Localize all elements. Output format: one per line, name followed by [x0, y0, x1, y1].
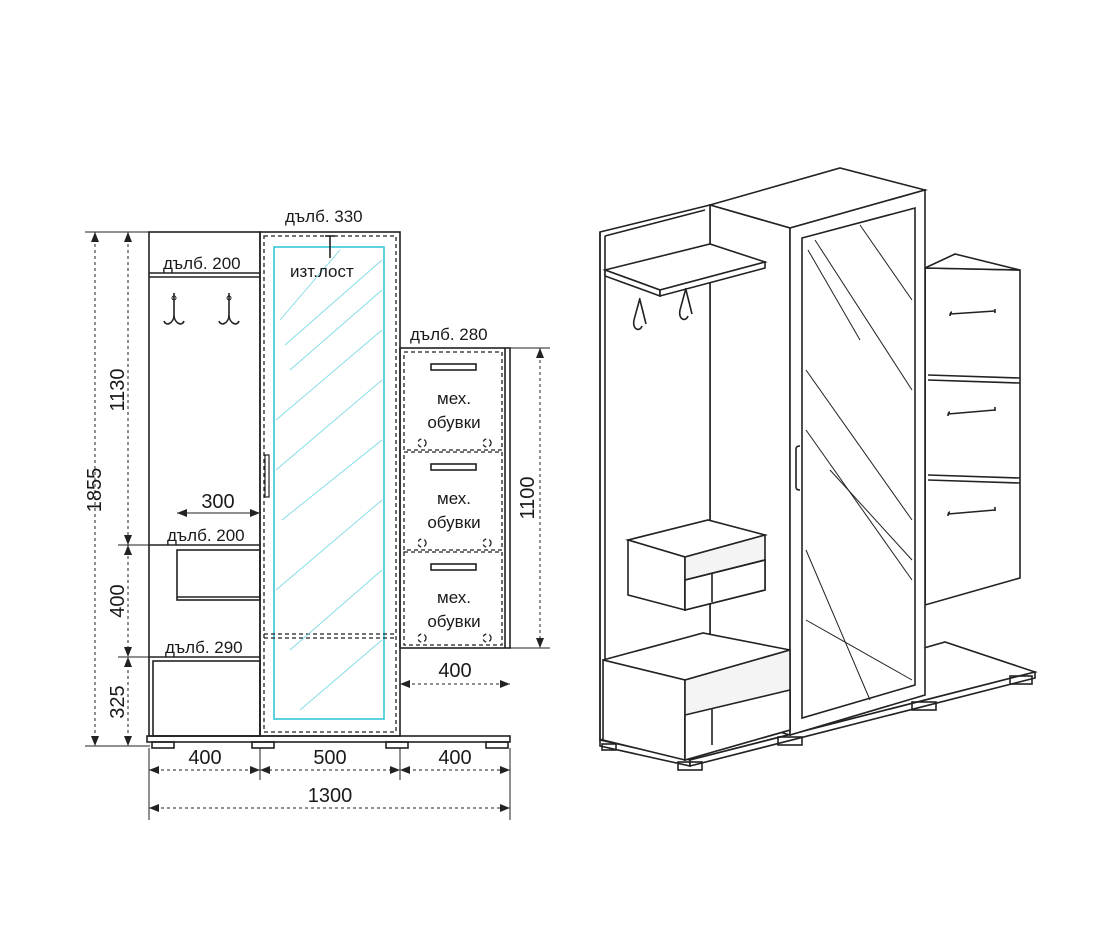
- mirror-reflection: [275, 249, 383, 711]
- iso-mirror-reflection: [805, 224, 913, 701]
- dim-right-width: 400: [438, 747, 471, 769]
- dim-shoe-width: 400: [438, 660, 471, 682]
- shoe-label-2: обувки: [427, 513, 480, 532]
- horizontal-dimensions: 400 500 400 1300: [148, 747, 511, 820]
- dim-total-width: 1300: [308, 785, 353, 807]
- left-section: дълб. 200 дълб. 200 300 дълб.: [148, 231, 261, 737]
- shoe-drawer: мех. обувки: [403, 551, 503, 646]
- shoe-cabinet: дълб. 280 мех. обувки мех. обувки: [399, 325, 550, 688]
- label-rod: изт.лост: [290, 262, 354, 281]
- dim-total-height: 1855: [84, 468, 106, 513]
- iso-coat-hook-icon: [632, 297, 647, 331]
- base-plinth: [146, 735, 511, 749]
- isometric-view: [599, 167, 1038, 771]
- iso-shoe-cabinet: [924, 253, 1021, 607]
- label-depth-280: дълб. 280: [410, 325, 488, 344]
- dim-shelf-width: 300: [201, 491, 234, 513]
- shoe-label-1: мех.: [437, 588, 471, 607]
- shoe-label-2: обувки: [427, 612, 480, 631]
- front-view: 1855 1130 400 325 дълб. 200 дълб: [84, 207, 550, 820]
- iso-wardrobe: [707, 167, 929, 737]
- center-wardrobe: изт.лост дълб. 330: [259, 207, 401, 737]
- label-depth-200-top: дълб. 200: [163, 254, 241, 273]
- shoe-drawer: мех. обувки: [403, 351, 503, 451]
- label-depth-200-mid: дълб. 200: [167, 526, 245, 545]
- door-handle: [264, 454, 270, 498]
- dim-center-width: 500: [313, 747, 346, 769]
- dim-upper-height: 1130: [107, 368, 129, 411]
- dim-shoe-height: 1100: [517, 476, 539, 519]
- shoe-label-1: мех.: [437, 489, 471, 508]
- coat-hook-icon: [163, 293, 185, 325]
- shoe-label-1: мех.: [437, 389, 471, 408]
- dim-left-width: 400: [188, 747, 221, 769]
- iso-door-handle: [795, 445, 801, 491]
- coat-hook-icon: [218, 293, 240, 325]
- dim-middle-height: 400: [107, 584, 129, 617]
- iso-left-section: [599, 203, 791, 762]
- shoe-drawer: мех. обувки: [403, 451, 503, 551]
- label-depth-330: дълб. 330: [285, 207, 363, 226]
- label-depth-290: дълб. 290: [165, 638, 243, 657]
- iso-coat-hook-icon: [678, 287, 693, 321]
- dim-lower-height: 325: [107, 685, 129, 718]
- shoe-label-2: обувки: [427, 413, 480, 432]
- vertical-dimensions: 1855 1130 400 325: [84, 231, 150, 747]
